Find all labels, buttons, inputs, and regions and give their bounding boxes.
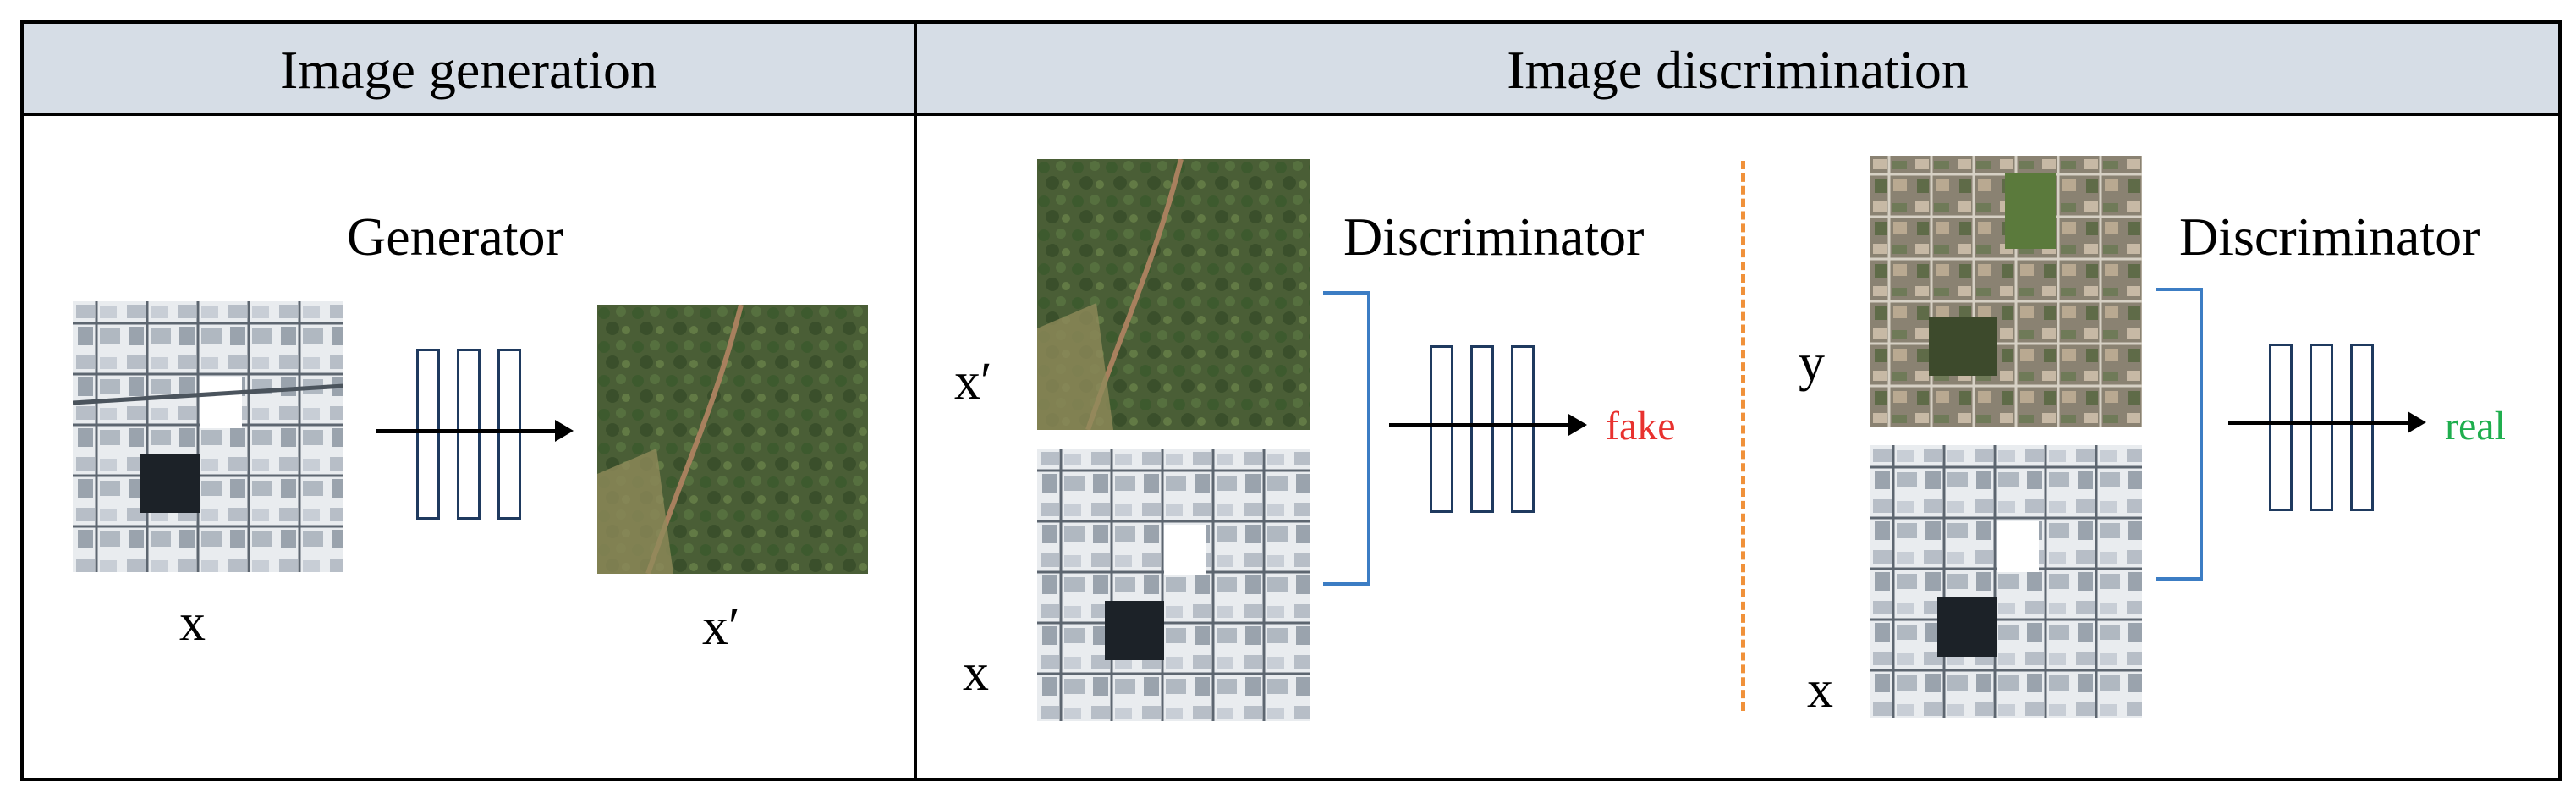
header-bar — [24, 24, 2558, 116]
real-pair-input-image — [1870, 445, 2142, 718]
input-label-x: x — [179, 594, 206, 652]
real-pair-target-image — [1870, 156, 2142, 427]
real-pair-bottom-label: x — [1807, 661, 1833, 719]
discriminator-label-fake: Discriminator — [1343, 207, 1645, 267]
fake-pair-bottom-label: x — [963, 644, 989, 702]
fake-pair-bracket — [1323, 291, 1370, 586]
diagram-frame — [20, 20, 2562, 781]
discriminator-arrow-icon-real — [2228, 411, 2426, 433]
output-generated-image-x-prime — [597, 305, 868, 574]
input-satellite-image-x — [73, 301, 343, 572]
output-label-x-prime: x′ — [702, 598, 740, 656]
dashed-divider — [1741, 161, 1745, 711]
real-pair-bracket — [2156, 288, 2203, 581]
discriminator-label-real: Discriminator — [2179, 207, 2480, 267]
discriminator-network-icon-fake — [1430, 345, 1535, 513]
result-real: real — [2445, 404, 2506, 449]
section-divider — [914, 20, 917, 781]
result-fake: fake — [1606, 404, 1676, 449]
fake-pair-generated-image — [1037, 159, 1310, 430]
generator-arrow-icon — [376, 420, 574, 442]
fake-pair-top-label: x′ — [954, 353, 992, 410]
generator-network-icon — [416, 349, 521, 520]
generator-label: Generator — [347, 207, 563, 267]
real-pair-top-label: y — [1799, 334, 1825, 392]
discriminator-network-icon-real — [2269, 344, 2374, 511]
discriminator-arrow-icon-fake — [1389, 414, 1587, 436]
header-image-discrimination: Image discrimination — [1507, 40, 1969, 100]
fake-pair-input-image — [1037, 449, 1310, 721]
header-image-generation: Image generation — [280, 40, 657, 100]
